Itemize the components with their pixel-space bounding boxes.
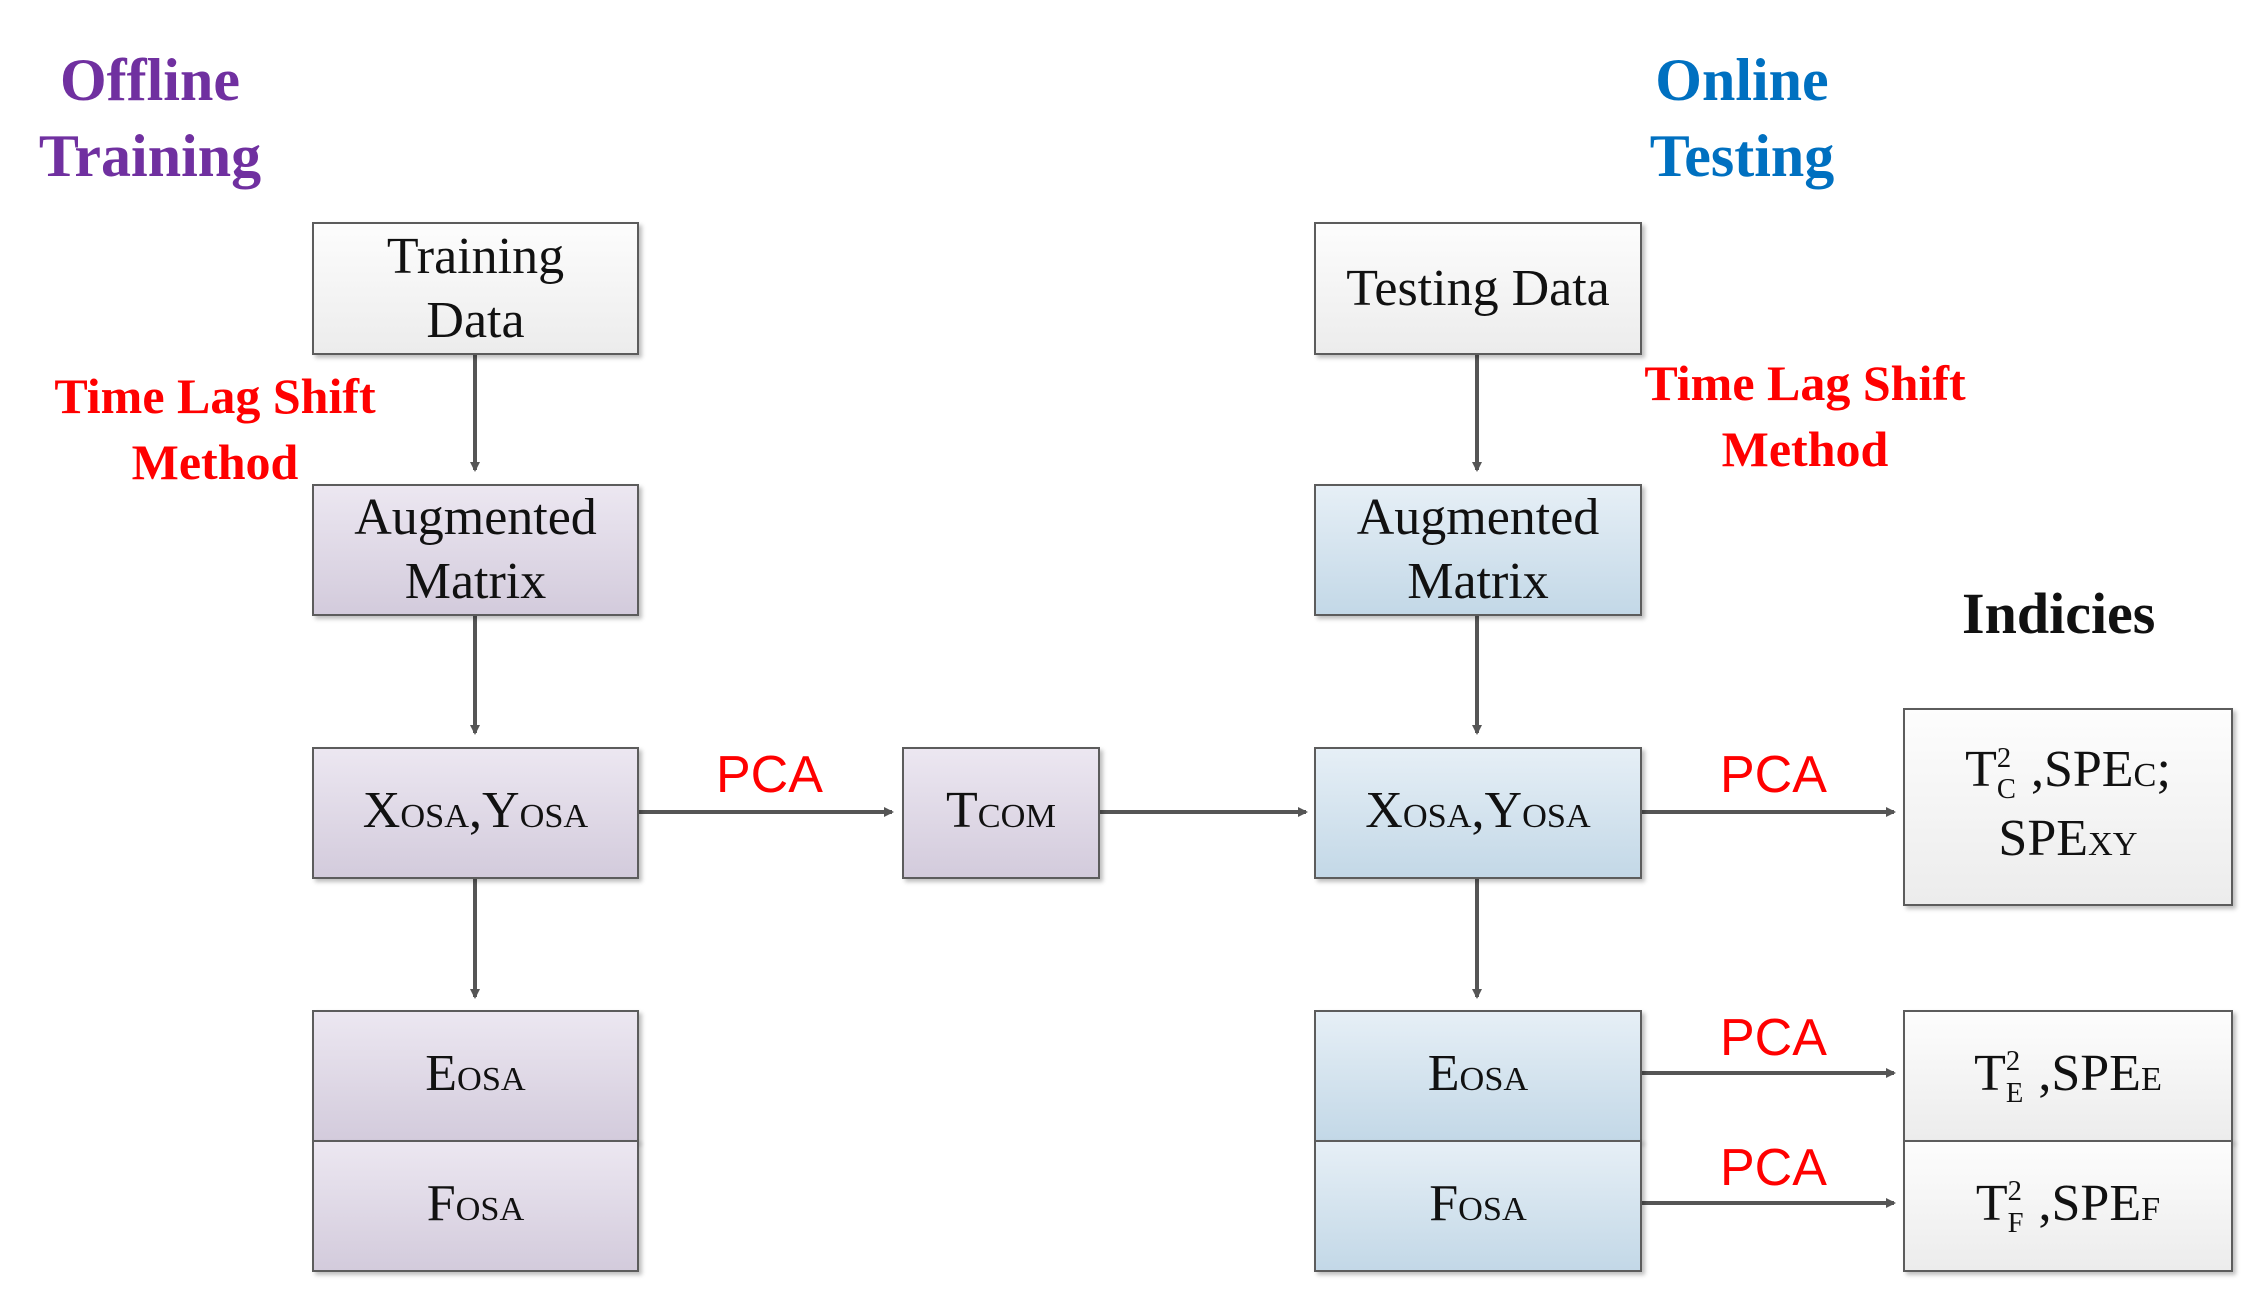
online-title-line1: Online	[1655, 47, 1829, 113]
semicolon: ;	[2156, 741, 2171, 798]
pca-label-online-e: PCA	[1720, 1009, 1827, 1067]
augmented-line1: Augmented	[354, 489, 597, 546]
augmented-line1: Augmented	[1356, 489, 1600, 546]
f-subscript: OSA	[455, 1189, 525, 1228]
spe-subscript: F	[2141, 1189, 2161, 1228]
tcom-subscript: COM	[977, 796, 1056, 835]
time-lag-shift-label-online: Time Lag Shift Method	[1610, 350, 2000, 482]
testing-data-box: Testing Data	[1314, 222, 1642, 355]
indicies-heading: Indicies	[1962, 581, 2156, 646]
t-superscript: 2	[2007, 1176, 2022, 1208]
augmented-line2: Matrix	[1407, 553, 1549, 610]
x-subscript: OSA	[1402, 796, 1472, 835]
pca-label-online-f: PCA	[1720, 1139, 1827, 1197]
eosa-box-offline: EOSA	[312, 1010, 639, 1142]
y-symbol: Y	[482, 781, 520, 839]
pca-label-offline: PCA	[716, 746, 823, 804]
time-lag-shift-label-offline: Time Lag Shift Method	[20, 363, 410, 495]
offline-title-line2: Training	[38, 123, 262, 189]
method-line2: Method	[131, 434, 299, 490]
augmented-matrix-box-online: Augmented Matrix	[1314, 484, 1642, 616]
e-subscript: OSA	[457, 1059, 526, 1098]
spe-symbol: ,SPE	[2025, 1044, 2141, 1102]
xosa-yosa-box-offline: XOSA,YOSA	[312, 747, 639, 879]
comma: ,	[1471, 781, 1485, 839]
x-symbol: X	[1365, 781, 1403, 839]
training-data-line2: Data	[426, 291, 525, 349]
e-subscript: OSA	[1459, 1059, 1529, 1098]
e-symbol: E	[1427, 1044, 1460, 1102]
training-data-line1: Training	[386, 227, 565, 285]
spe-subscript: C	[2133, 756, 2157, 794]
spe-subscript: E	[2140, 1059, 2162, 1098]
x-symbol: X	[362, 781, 401, 839]
y-subscript: OSA	[1522, 796, 1591, 835]
t-symbol: T	[1975, 1174, 2008, 1232]
t-subscript: E	[2005, 1077, 2024, 1109]
comma: ,	[469, 781, 482, 839]
t-subscript: F	[2007, 1207, 2024, 1239]
t-subscript: C	[1996, 774, 2016, 806]
spe-xy-subscript: XY	[2088, 825, 2138, 863]
x-subscript: OSA	[400, 796, 469, 835]
t-superscript: 2	[1996, 742, 2012, 774]
tcom-symbol: T	[946, 781, 978, 839]
y-symbol: Y	[1484, 781, 1523, 839]
t-symbol: T	[1974, 1044, 2006, 1102]
testing-data-label: Testing Data	[1346, 259, 1610, 317]
t-superscript: 2	[2005, 1046, 2021, 1078]
method-line1: Time Lag Shift	[1644, 355, 1966, 411]
method-line1: Time Lag Shift	[54, 368, 376, 424]
e-symbol: E	[425, 1044, 458, 1102]
indices-c-line2: SPEXY	[1965, 807, 2171, 876]
f-subscript: OSA	[1458, 1189, 1527, 1228]
tcom-box: TCOM	[902, 747, 1100, 879]
f-symbol: F	[1429, 1174, 1459, 1232]
t-symbol: T	[1965, 741, 1997, 798]
eosa-box-online: EOSA	[1314, 1010, 1642, 1142]
f-symbol: F	[426, 1174, 456, 1232]
spe-symbol: ,SPE	[2025, 1174, 2142, 1232]
offline-training-title: Offline Training	[20, 42, 280, 194]
fosa-box-online: FOSA	[1314, 1140, 1642, 1272]
method-line2: Method	[1721, 421, 1889, 477]
spe-xy-symbol: SPE	[1998, 810, 2089, 867]
y-subscript: OSA	[519, 796, 589, 835]
online-title-line2: Testing	[1649, 123, 1835, 189]
augmented-matrix-box-offline: Augmented Matrix	[312, 484, 639, 616]
online-testing-title: Online Testing	[1612, 42, 1872, 194]
fosa-box-offline: FOSA	[312, 1140, 639, 1272]
spe-symbol: ,SPE	[2017, 741, 2134, 798]
augmented-line2: Matrix	[404, 553, 547, 610]
offline-title-line1: Offline	[60, 47, 240, 113]
training-data-box: Training Data	[312, 222, 639, 355]
xosa-yosa-box-online: XOSA,YOSA	[1314, 747, 1642, 879]
pca-label-online-c: PCA	[1720, 746, 1827, 804]
